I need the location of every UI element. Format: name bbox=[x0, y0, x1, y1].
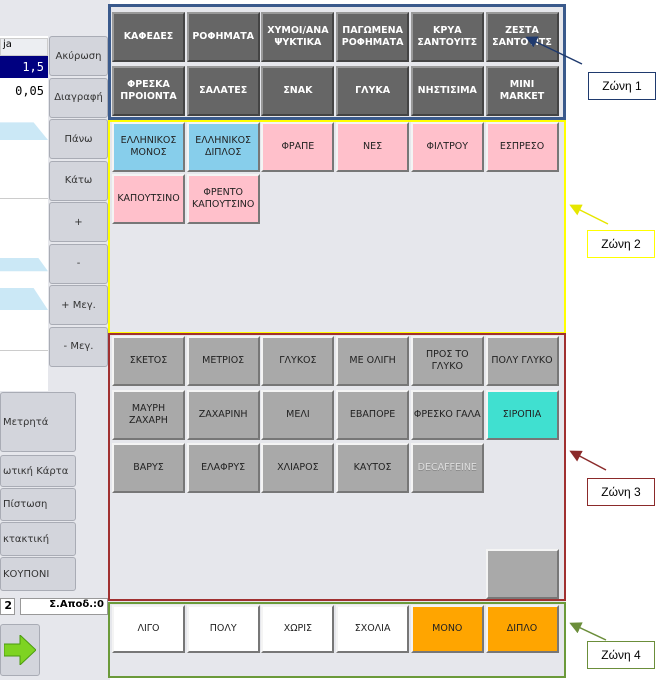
zone-label-4: Ζώνη 4 bbox=[587, 641, 655, 669]
category-button[interactable]: ΚΡΥΑ ΣΑΝΤΟΥΙΤΣ bbox=[410, 12, 484, 62]
option-button[interactable]: ΦΡΕΣΚΟ ΓΑΛΑ bbox=[410, 389, 484, 440]
side-button-6[interactable]: + Μεγ. bbox=[49, 285, 108, 325]
option-button[interactable]: ΜΕΛΙ bbox=[261, 389, 335, 440]
category-button[interactable]: ΡΟΦΗΜΑΤΑ bbox=[186, 12, 260, 62]
order-list: ja 1,5 0,05 bbox=[0, 36, 48, 391]
arrow-zone-2 bbox=[569, 204, 609, 225]
product-button[interactable]: ΦΡΑΠΕ bbox=[261, 122, 335, 172]
product-button[interactable]: ΚΑΠΟΥΤΣΙΝΟ bbox=[112, 174, 185, 224]
product-button[interactable]: ΦΡΕΝΤΟ ΚΑΠΟΥΤΣΙΝΟ bbox=[186, 174, 260, 224]
count-field: 2 bbox=[0, 598, 15, 615]
row-decoration bbox=[0, 258, 48, 272]
order-row[interactable]: 0,05 bbox=[15, 84, 44, 98]
zone-4-modifiers bbox=[108, 602, 566, 678]
modifier-button[interactable]: ΔΙΠΛΟ bbox=[485, 605, 559, 653]
category-button[interactable]: ΣΑΛΑΤΕΣ bbox=[186, 66, 260, 116]
side-button-4[interactable]: + bbox=[49, 202, 108, 242]
order-row-selected[interactable]: 1,5 bbox=[0, 56, 48, 78]
option-button[interactable]: ΖΑΧΑΡΙΝΗ bbox=[186, 389, 260, 440]
option-button[interactable]: ΜΑΥΡΗ ΖΑΧΑΡΗ bbox=[112, 389, 185, 440]
category-button[interactable]: MINI MARKET bbox=[485, 66, 559, 116]
payment-button-2[interactable]: Πίστωση bbox=[0, 488, 76, 521]
option-button[interactable]: ΠΡΟΣ ΤΟ ΓΛΥΚΟ bbox=[410, 336, 484, 386]
option-button[interactable]: ΣΙΡΟΠΙΑ bbox=[485, 389, 559, 440]
row-decoration bbox=[0, 122, 48, 140]
option-button[interactable]: ΜΕ ΟΛΙΓΗ bbox=[336, 336, 410, 386]
modifier-button[interactable]: ΧΩΡΙΣ bbox=[261, 605, 335, 653]
arrow-zone-1 bbox=[525, 36, 583, 65]
payment-button-0[interactable]: Μετρητά bbox=[0, 392, 76, 452]
divider bbox=[0, 198, 48, 199]
category-button[interactable]: ΧΥΜΟΙ/ΑΝΑ ΨΥΚΤΙΚΑ bbox=[261, 12, 335, 62]
option-button[interactable]: ΓΛΥΚΟΣ bbox=[261, 336, 335, 386]
option-button[interactable]: ΠΟΛΥ ΓΛΥΚΟ bbox=[485, 336, 559, 386]
side-button-2[interactable]: Πάνω bbox=[49, 119, 108, 159]
category-button[interactable]: ΖΕΣΤΑ ΣΑΝΤΟΥΙΤΣ bbox=[485, 12, 559, 62]
modifier-button[interactable]: ΠΟΛΥ bbox=[186, 605, 260, 653]
zone-1-categories bbox=[108, 4, 566, 120]
row-decoration bbox=[0, 288, 48, 310]
option-button[interactable]: ΜΕΤΡΙΟΣ bbox=[186, 336, 260, 386]
category-button[interactable]: ΚΑΦΕΔΕΣ bbox=[112, 12, 185, 62]
zone-label-3: Ζώνη 3 bbox=[587, 478, 655, 506]
side-button-7[interactable]: - Μεγ. bbox=[49, 326, 108, 367]
product-button[interactable]: ΕΛΛΗΝΙΚΟΣ ΔΙΠΛΟΣ bbox=[186, 122, 260, 172]
option-button[interactable]: DECAFFEINE bbox=[410, 443, 484, 493]
side-button-3[interactable]: Κάτω bbox=[49, 160, 108, 201]
product-button[interactable]: ΕΣΠΡΕΣΟ bbox=[485, 122, 559, 172]
modifier-button[interactable]: ΜΟΝΟ bbox=[410, 605, 484, 653]
empty-option-button[interactable] bbox=[486, 549, 559, 599]
payment-button-4[interactable]: ΚΟΥΠΟΝΙ bbox=[0, 557, 76, 591]
modifier-button[interactable]: ΛΙΓΟ bbox=[112, 605, 185, 653]
category-button[interactable]: ΦΡΕΣΚΑ ΠΡΟΙΟΝΤΑ bbox=[112, 66, 185, 116]
payment-button-3[interactable]: κτακτική bbox=[0, 522, 76, 556]
submit-button[interactable] bbox=[0, 624, 40, 676]
modifier-button[interactable]: ΣΧΟΛΙΑ bbox=[336, 605, 410, 653]
zone-label-2: Ζώνη 2 bbox=[587, 230, 655, 258]
green-arrow-icon bbox=[4, 635, 36, 665]
option-button[interactable]: ΕΒΑΠΟΡΕ bbox=[336, 389, 410, 440]
option-button[interactable]: ΚΑΥΤΟΣ bbox=[336, 443, 410, 493]
column-header: ja bbox=[0, 38, 48, 56]
product-button[interactable]: ΕΛΛΗΝΙΚΟΣ ΜΟΝΟΣ bbox=[112, 122, 185, 172]
option-button[interactable]: ΒΑΡΥΣ bbox=[112, 443, 185, 493]
zone-label-1: Ζώνη 1 bbox=[588, 72, 656, 100]
arrow-zone-3 bbox=[569, 450, 607, 471]
payment-button-1[interactable]: ωτική Κάρτα bbox=[0, 455, 76, 487]
category-button[interactable]: ΝΗΣΤΙΣΙΜΑ bbox=[410, 66, 484, 116]
category-button[interactable]: ΓΛΥΚΑ bbox=[336, 66, 410, 116]
change-field: Σ.Αποδ.:0 bbox=[20, 598, 108, 615]
category-button[interactable]: ΠΑΓΩΜΕΝΑ ΡΟΦΗΜΑΤΑ bbox=[336, 12, 410, 62]
side-button-1[interactable]: Διαγραφή bbox=[49, 77, 108, 118]
divider bbox=[0, 350, 48, 351]
side-button-5[interactable]: - bbox=[49, 243, 108, 284]
product-button[interactable]: ΝΕΣ bbox=[336, 122, 410, 172]
option-button[interactable]: ΧΛΙΑΡΟΣ bbox=[261, 443, 335, 493]
zone-3-options bbox=[108, 333, 566, 601]
category-button[interactable]: ΣΝΑΚ bbox=[261, 66, 335, 116]
product-button[interactable]: ΦΙΛΤΡΟΥ bbox=[410, 122, 484, 172]
arrow-zone-4 bbox=[569, 622, 607, 641]
side-button-0[interactable]: Ακύρωση bbox=[49, 36, 108, 76]
option-button[interactable]: ΕΛΑΦΡΥΣ bbox=[186, 443, 260, 493]
option-button[interactable]: ΣΚΕΤΟΣ bbox=[112, 336, 185, 386]
